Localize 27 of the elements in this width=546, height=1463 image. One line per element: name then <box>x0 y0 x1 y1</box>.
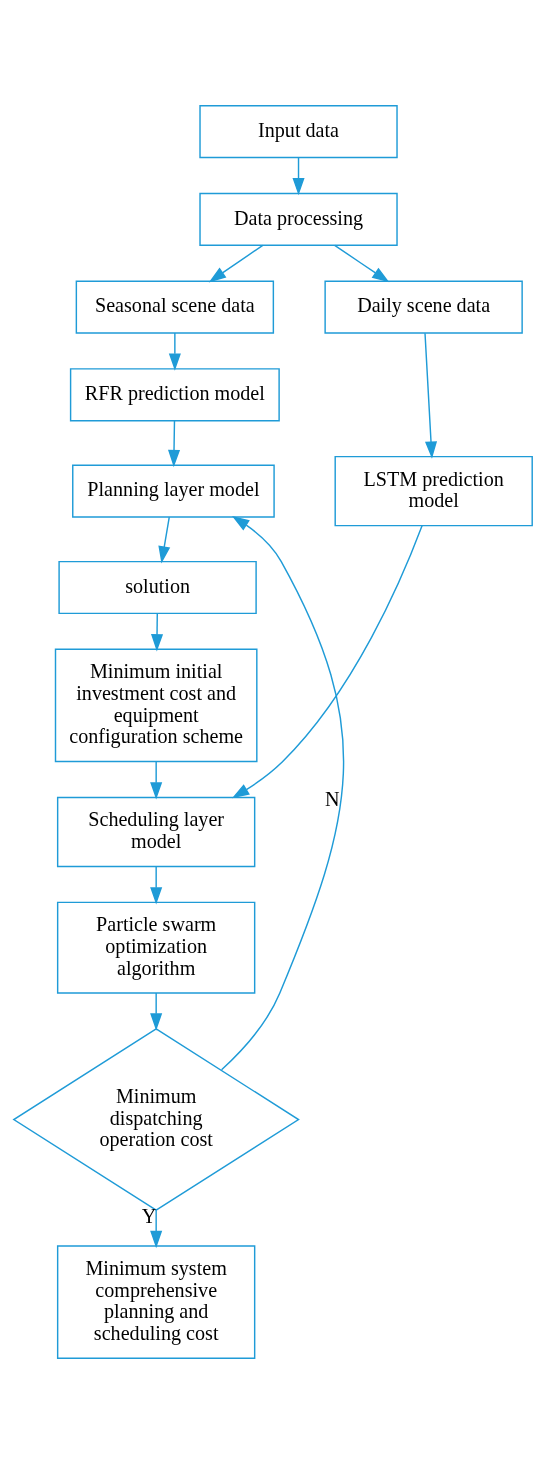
arrow <box>220 515 345 1070</box>
node-box: Input data <box>199 104 398 158</box>
node-box: Minimum system comprehensive planning and scheduling cost <box>56 1244 256 1359</box>
arrow <box>424 332 438 459</box>
node-box: Seasonal scene data <box>75 279 275 334</box>
arrow <box>168 419 181 467</box>
edge-label: N <box>325 787 340 810</box>
node-box: RFR prediction model <box>69 367 280 421</box>
node-box: LSTM prediction model <box>334 455 533 526</box>
arrow <box>158 515 171 563</box>
arrow <box>208 244 264 282</box>
arrow <box>168 331 181 371</box>
node-box: Daily scene data <box>324 279 523 334</box>
arrow <box>150 991 163 1031</box>
node-box: solution <box>58 560 257 614</box>
arrow <box>292 156 305 195</box>
arrow <box>150 760 163 800</box>
arrow <box>333 244 390 282</box>
node-box: Data processing <box>199 192 398 246</box>
arrow <box>231 524 423 798</box>
node-box: Minimum initial investment cost and equipment configuration scheme <box>54 648 258 762</box>
node-box: Particle swarm optimization algorithm <box>56 901 256 994</box>
arrow <box>150 1209 163 1248</box>
node-box: Planning layer model <box>72 464 275 518</box>
node-box: Scheduling layer model <box>56 796 256 867</box>
arrow <box>150 865 163 905</box>
arrow <box>151 612 164 651</box>
